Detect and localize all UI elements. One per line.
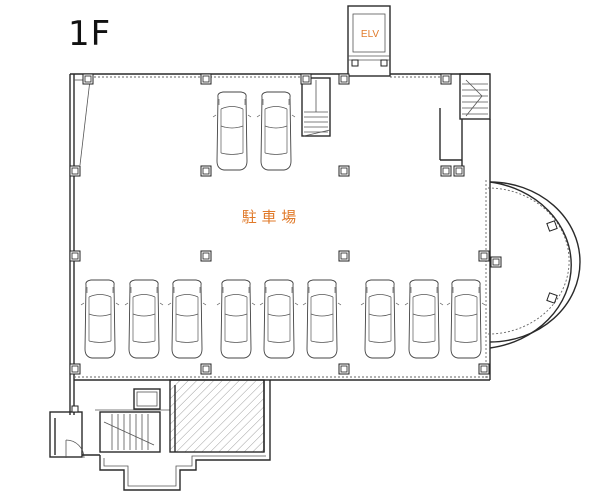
car-space [167,279,207,359]
car-space [212,91,252,171]
car-space [259,279,299,359]
parking-label: 駐 車 場 [242,208,297,226]
building-walls [69,73,491,415]
elevator-label: ELV [361,29,379,40]
car-space [124,279,164,359]
staircase-center [301,77,331,137]
car-space [360,279,400,359]
curved-bay [487,181,581,349]
car-space [404,279,444,359]
parking-spaces-top [212,91,296,171]
car-space [216,279,256,359]
car-space [80,279,120,359]
car-space [256,91,296,171]
floor-label: 1F [68,14,112,54]
lower-structures [49,379,271,491]
car-space [302,279,342,359]
parking-spaces-bottom [80,279,486,359]
staircase-right [439,73,491,180]
elevator: ELV [347,5,391,77]
car-space [446,279,486,359]
